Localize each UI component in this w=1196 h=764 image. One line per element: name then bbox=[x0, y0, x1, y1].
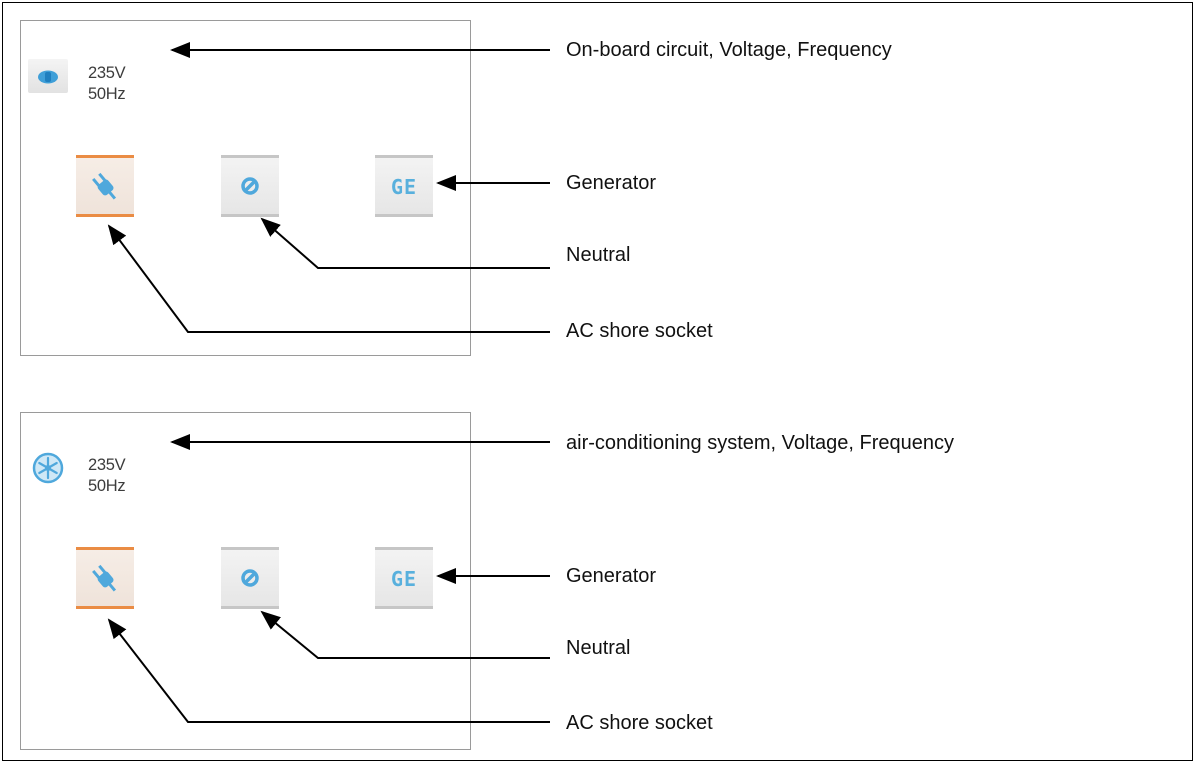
ac-shore-socket-button[interactable] bbox=[76, 155, 134, 217]
neutral-callout-arrow bbox=[260, 217, 550, 269]
neutral-button[interactable] bbox=[221, 155, 279, 217]
plug-icon bbox=[92, 172, 117, 200]
onboard-circuit-label: On-board circuit, Voltage, Frequency bbox=[566, 39, 892, 61]
ac-shore-socket-label: AC shore socket bbox=[566, 320, 713, 342]
shore-callout-arrow bbox=[107, 224, 550, 333]
neutral-label: Neutral bbox=[566, 637, 631, 659]
neutral-icon bbox=[241, 177, 259, 195]
generator-label: Generator bbox=[566, 565, 657, 587]
generator-label: Generator bbox=[566, 172, 657, 194]
neutral-label: Neutral bbox=[566, 244, 631, 266]
status-readout: 235V 50Hz bbox=[24, 431, 164, 503]
air-conditioning-panel: 235V 50Hz GE bbox=[20, 412, 471, 750]
onboard-circuit-icon bbox=[28, 59, 68, 93]
plug-icon bbox=[92, 564, 117, 592]
voltage-value: 235V bbox=[88, 64, 126, 82]
frequency-value: 50Hz bbox=[88, 85, 126, 103]
neutral-callout-arrow bbox=[260, 610, 550, 659]
onboard-circuit-panel: 235V 50Hz GE bbox=[20, 20, 471, 356]
air-conditioning-label: air-conditioning system, Voltage, Freque… bbox=[566, 432, 954, 454]
ac-shore-socket-button[interactable] bbox=[76, 547, 134, 609]
ac-shore-socket-label: AC shore socket bbox=[566, 712, 713, 734]
generator-button[interactable]: GE bbox=[375, 547, 433, 609]
frequency-value: 50Hz bbox=[88, 477, 126, 495]
generator-icon: GE bbox=[390, 567, 418, 591]
neutral-button[interactable] bbox=[221, 547, 279, 609]
generator-button[interactable]: GE bbox=[375, 155, 433, 217]
status-readout: 235V 50Hz bbox=[24, 39, 164, 111]
shore-callout-arrow bbox=[107, 618, 550, 723]
voltage-value: 235V bbox=[88, 456, 126, 474]
generator-icon: GE bbox=[390, 175, 418, 199]
air-conditioning-icon bbox=[28, 451, 68, 485]
neutral-icon bbox=[241, 569, 259, 587]
